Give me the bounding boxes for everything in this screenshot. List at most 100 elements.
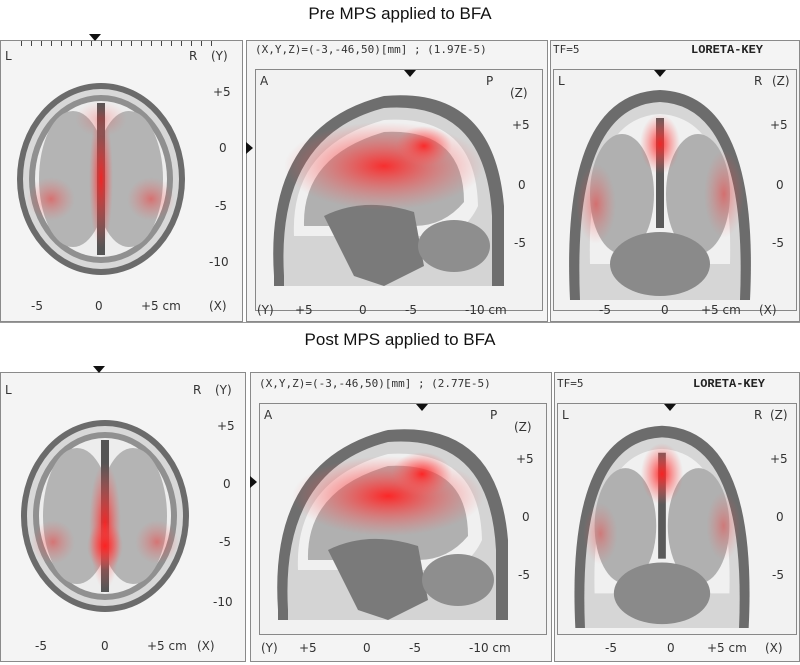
vertical-slice-marker[interactable] [246,142,253,154]
sagittal-y-tick: +5 [295,303,313,317]
coronal-panel-container: TF=5 LORETA-KEY L R (Z) +5 0 -5 [550,40,800,322]
sagittal-z-tick: 0 [518,178,526,192]
time-frame-label: TF=5 [553,43,580,56]
axial-y-tick: -10 [213,595,233,609]
sagittal-axis-label: (Z) [510,86,528,100]
coronal-axis-label: (Z) [770,408,788,422]
coronal-right-label: R [754,408,763,422]
ruler-tick [131,41,132,46]
ruler-tick [41,41,42,46]
coronal-x-tick: +5 cm [701,303,741,317]
top-tick-ruler [21,41,221,47]
ruler-tick [141,41,142,46]
coronal-x-tick: +5 cm [707,641,747,655]
ruler-tick [51,41,52,46]
coronal-left-label: L [558,74,565,88]
sagittal-slice-marker[interactable] [416,404,428,411]
sagittal-y-tick: -5 [409,641,421,655]
sagittal-y-tick: 0 [359,303,367,317]
vertical-slice-marker[interactable] [250,476,257,488]
axial-y-tick: +5 [217,419,235,433]
axial-slice-marker[interactable] [89,34,101,41]
coronal-z-tick: -5 [772,568,784,582]
axial-y-tick: -10 [209,255,229,269]
coronal-brain-slice[interactable] [564,420,760,628]
sagittal-y-tick: +5 [299,641,317,655]
axial-y-tick: -5 [219,535,231,549]
axial-axis-label: (Y) [215,383,232,397]
axial-brain-slice[interactable] [11,79,191,279]
coronal-z-tick: -5 [772,236,784,250]
software-label: LORETA-KEY [691,43,764,57]
coronal-x-axis-label: (X) [765,641,783,655]
sagittal-panel-container: (X,Y,Z)=(-3,-46,50)[mm] ; (1.97E-5) A P … [246,40,548,322]
coronal-z-tick: +5 [770,118,788,132]
sagittal-z-tick: +5 [516,452,534,466]
axial-y-tick: 0 [219,141,227,155]
coronal-panel-container: TF=5 LORETA-KEY L R (Z) +5 0 -5 [554,372,800,662]
ruler-tick [81,41,82,46]
ruler-tick [181,41,182,46]
coronal-x-tick: 0 [661,303,669,317]
coronal-z-tick: +5 [770,452,788,466]
sagittal-anterior-label: A [264,408,273,422]
sagittal-y-axis-label: (Y) [261,641,278,655]
coordinate-readout: (X,Y,Z)=(-3,-46,50)[mm] ; (2.77E-5) [259,377,491,390]
coronal-view-panel[interactable]: L R (Z) +5 0 -5 [557,403,797,635]
post-caption: Post MPS applied to BFA [304,330,496,349]
axial-right-label: R [193,383,202,397]
axial-view-panel[interactable]: L R (Y) +5 0 -5 -10 -5 0 +5 cm (X) [0,372,246,662]
sagittal-panel-container: (X,Y,Z)=(-3,-46,50)[mm] ; (2.77E-5) A P … [250,372,552,662]
coronal-brain-slice[interactable] [560,84,760,300]
axial-view-panel[interactable]: L R (Y) +5 0 -5 -10 -5 0 +5 cm (X) [0,40,243,322]
axial-x-axis-label: (X) [209,299,227,313]
axial-x-tick: -5 [31,299,43,313]
coronal-view-panel[interactable]: L R (Z) +5 0 -5 [553,69,797,311]
coronal-left-label: L [562,408,569,422]
sagittal-posterior-label: P [486,74,494,88]
sagittal-view-panel[interactable]: A P (Z) +5 0 -5 [259,403,547,635]
sagittal-view-panel[interactable]: A P (Z) +5 0 -5 [255,69,543,311]
sagittal-posterior-label: P [490,408,498,422]
ruler-tick [161,41,162,46]
coronal-slice-marker[interactable] [664,404,676,411]
ruler-tick [211,41,212,46]
sagittal-brain-slice[interactable] [264,86,504,286]
ruler-tick [201,41,202,46]
ruler-tick [91,41,92,46]
axial-axis-label: (Y) [211,49,228,63]
axial-x-axis-label: (X) [197,639,215,653]
ruler-tick [111,41,112,46]
axial-brain-slice[interactable] [15,413,195,619]
axial-left-label: L [5,383,12,397]
sagittal-y-tick: 0 [363,641,371,655]
sagittal-z-tick: 0 [522,510,530,524]
axial-x-tick: 0 [95,299,103,313]
axial-left-label: L [5,49,12,63]
sagittal-slice-marker[interactable] [404,70,416,77]
coordinate-readout: (X,Y,Z)=(-3,-46,50)[mm] ; (1.97E-5) [255,43,487,56]
ruler-tick [121,41,122,46]
coronal-x-tick: -5 [605,641,617,655]
ruler-tick [61,41,62,46]
loreta-row-post: L R (Y) +5 0 -5 -10 -5 0 +5 cm (X) (X,Y [0,366,800,662]
row-separator [0,322,800,323]
axial-x-tick: +5 cm [141,299,181,313]
sagittal-y-tick: -5 [405,303,417,317]
axial-y-tick: -5 [215,199,227,213]
sagittal-anterior-label: A [260,74,269,88]
ruler-tick [21,41,22,46]
ruler-tick [151,41,152,46]
loreta-row-pre: L R (Y) +5 0 -5 -10 -5 0 +5 cm (X) ( [0,32,800,322]
ruler-tick [31,41,32,46]
ruler-tick [101,41,102,46]
sagittal-y-tick: -10 cm [465,303,507,317]
coronal-axis-label: (Z) [772,74,790,88]
pre-caption: Pre MPS applied to BFA [308,4,492,23]
axial-slice-marker[interactable] [93,366,105,373]
axial-x-tick: -5 [35,639,47,653]
coronal-slice-marker[interactable] [654,70,666,77]
time-frame-label: TF=5 [557,377,584,390]
coronal-right-label: R [754,74,763,88]
sagittal-brain-slice[interactable] [268,420,508,620]
